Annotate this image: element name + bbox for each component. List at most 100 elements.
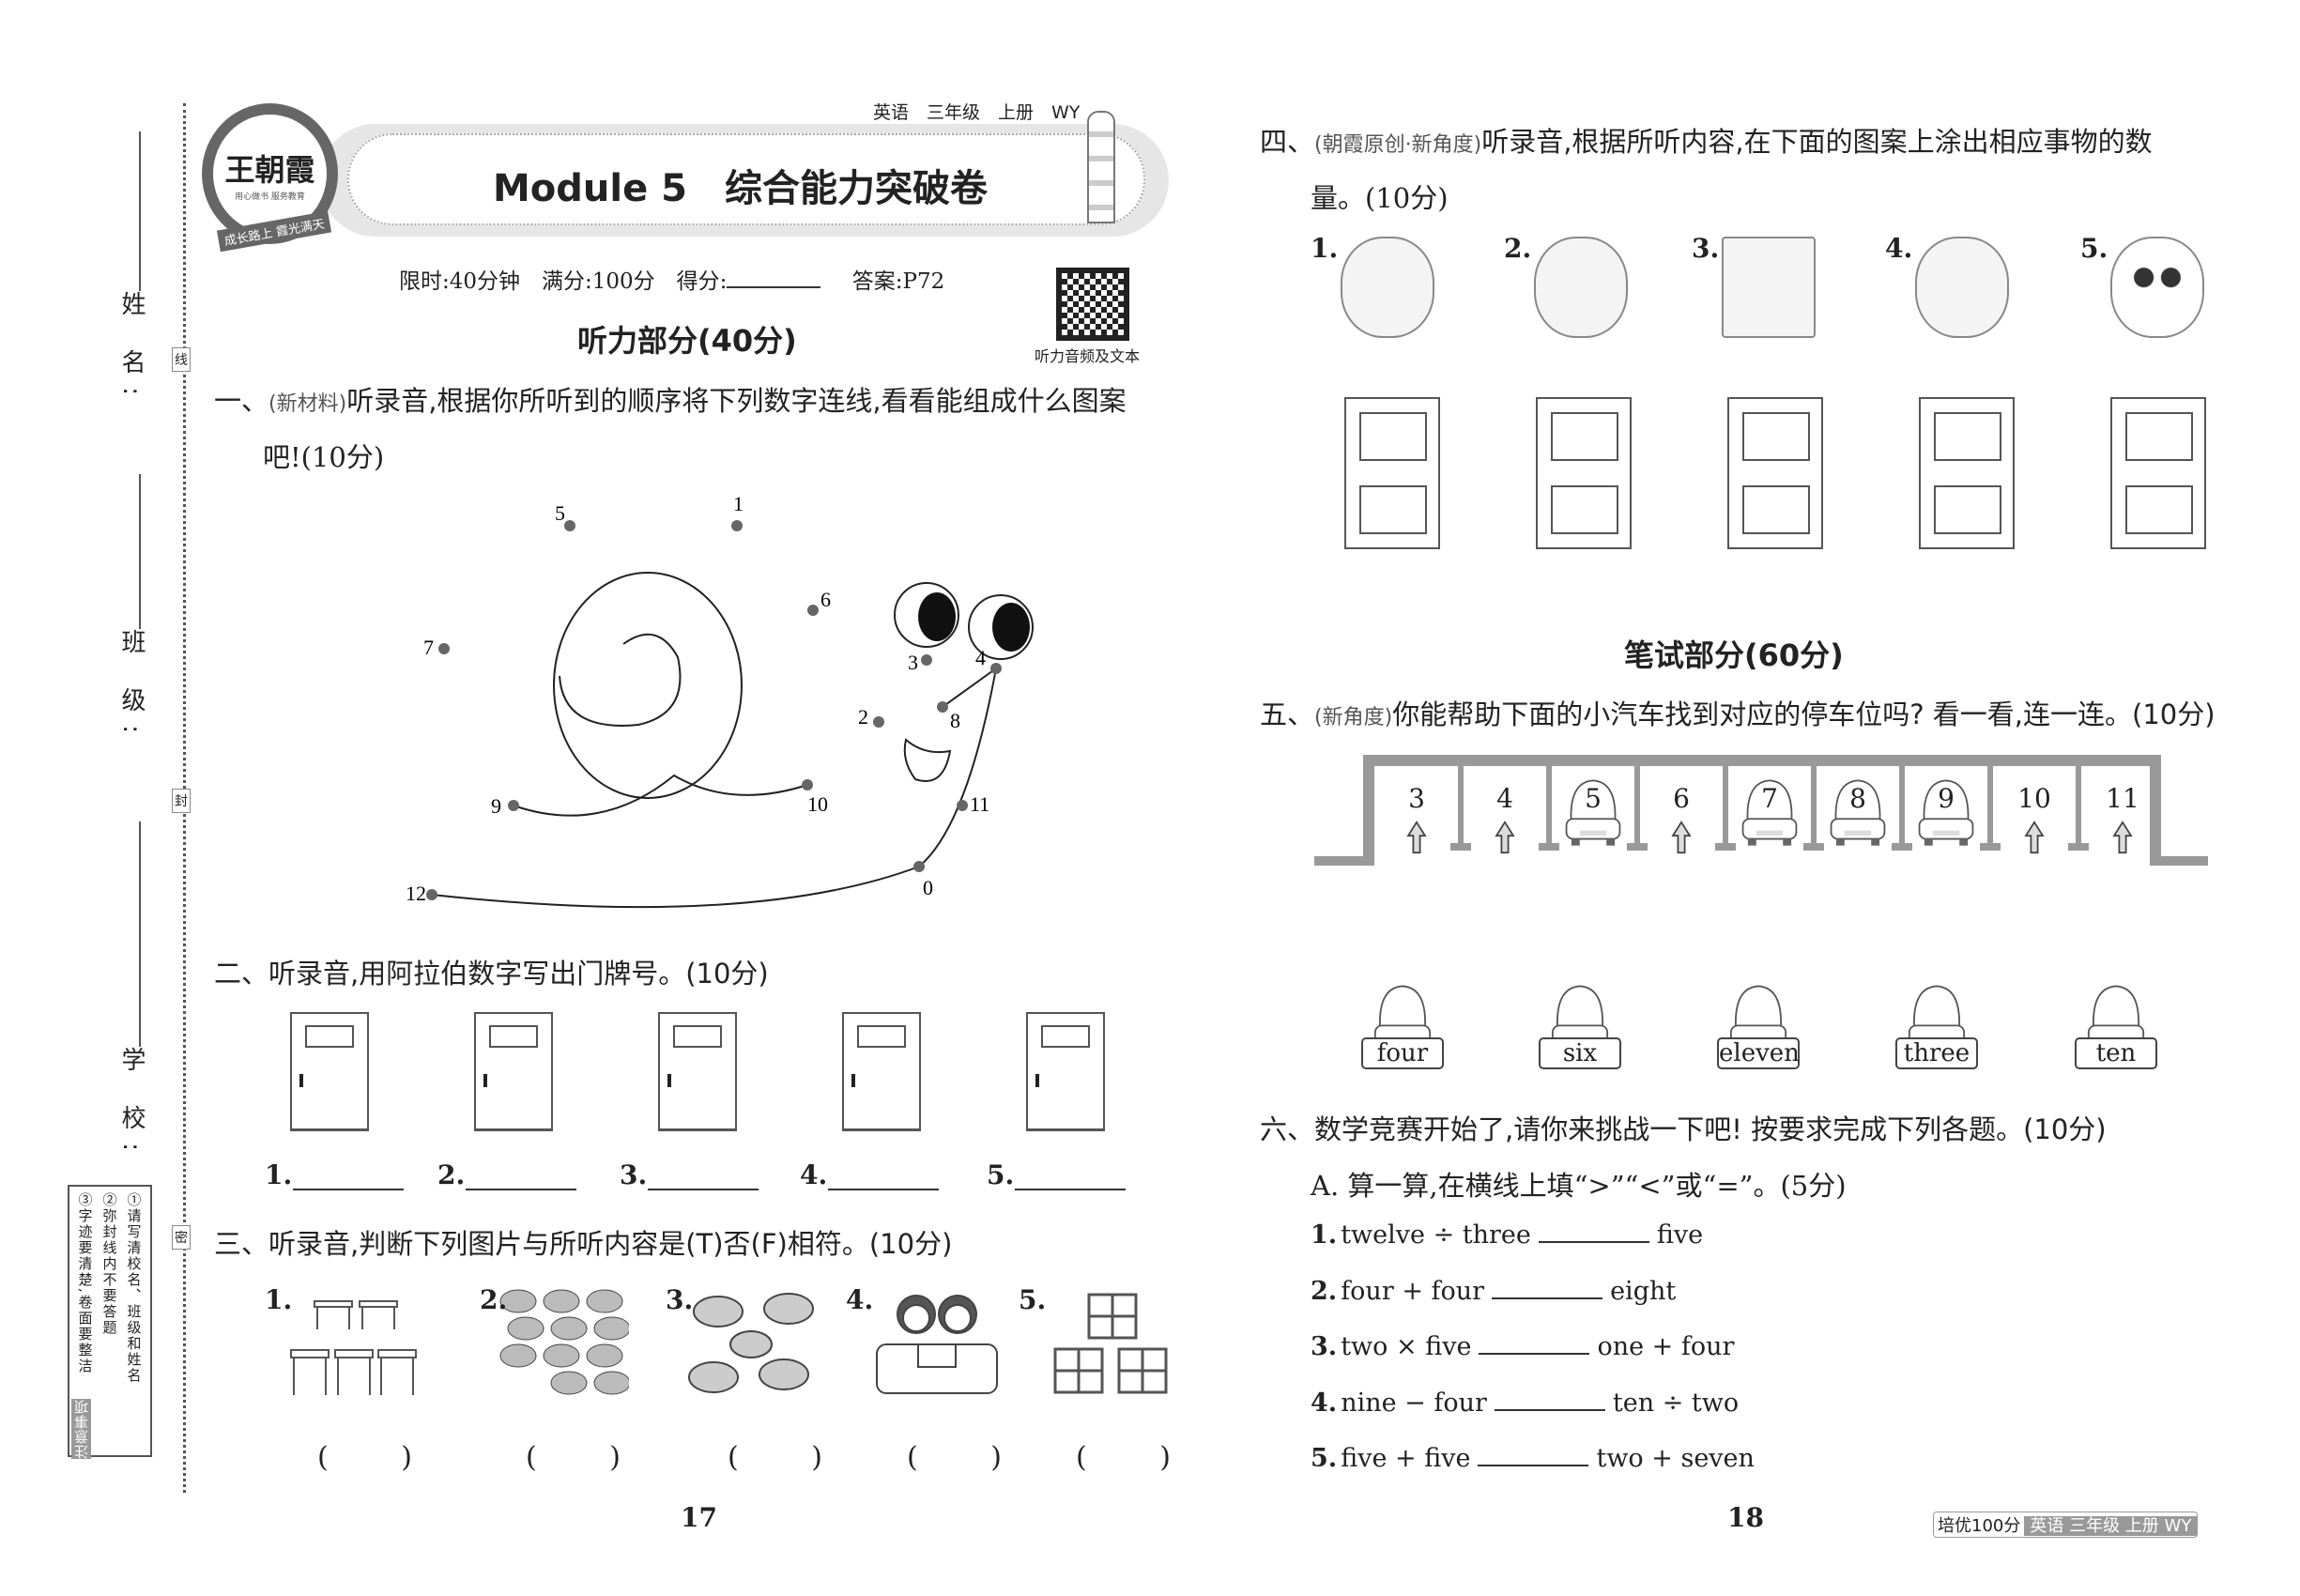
door	[842, 1012, 921, 1131]
q2-answer-field[interactable]	[293, 1189, 404, 1190]
puzzle-dot[interactable]	[873, 716, 884, 728]
stall-number: 8	[1849, 783, 1866, 814]
section-heading-writing: 笔试部分(60分)	[1624, 637, 1844, 673]
stall-number: 6	[1673, 783, 1690, 814]
parking-stall[interactable]: 7	[1727, 766, 1812, 856]
coloring-box[interactable]	[2110, 397, 2206, 549]
math-item-number: 4.	[1311, 1388, 1338, 1418]
math-right: eight	[1610, 1276, 1677, 1306]
puzzle-dot[interactable]	[957, 800, 968, 811]
q4-item-number: 2.	[1504, 233, 1532, 264]
car-label: four	[1361, 1037, 1444, 1069]
coloring-cell[interactable]	[1551, 485, 1618, 534]
school-label: 学 校:	[117, 1047, 146, 1165]
puzzle-dot[interactable]	[426, 889, 437, 900]
q4-item-number: 4.	[1885, 233, 1913, 264]
parking-stall[interactable]: 9	[1904, 766, 1988, 856]
arrow-up-icon	[2112, 821, 2133, 854]
shell-icon	[550, 1316, 588, 1341]
q3-answer-parens[interactable]: ( )	[1076, 1441, 1203, 1474]
puzzle-dot[interactable]	[990, 663, 1002, 674]
coloring-box[interactable]	[1727, 397, 1823, 549]
coloring-cell[interactable]	[2125, 412, 2193, 461]
class-field[interactable]	[139, 474, 141, 629]
q2-answer-field[interactable]	[466, 1189, 576, 1190]
name-field[interactable]	[139, 131, 141, 291]
puzzle-dot[interactable]	[508, 800, 519, 811]
q3-answer-parens[interactable]: ( )	[317, 1441, 444, 1474]
q3-item-number: 4.	[846, 1284, 874, 1315]
logo-sub: 用心做书 服务教育	[235, 192, 305, 202]
q2-item-number: 1.	[265, 1159, 293, 1190]
parking-stall[interactable]: 3	[1374, 766, 1459, 856]
parking-roof	[1363, 755, 2161, 766]
coloring-cell[interactable]	[2125, 485, 2193, 534]
q4-prompt: 四、(朝霞原创·新角度)听录音,根据所听内容,在下面的图案上涂出相应事物的数	[1260, 120, 2153, 160]
car-label: six	[1539, 1037, 1621, 1069]
school-field[interactable]	[139, 821, 141, 1047]
parking-stall[interactable]: 6	[1639, 766, 1724, 856]
puzzle-dot[interactable]	[937, 701, 948, 713]
parking-stall[interactable]: 4	[1463, 766, 1547, 856]
q2-answer-field[interactable]	[1015, 1189, 1126, 1190]
puzzle-dot[interactable]	[802, 779, 813, 790]
math-right: one + four	[1597, 1332, 1735, 1361]
stall-divider-foot	[1450, 843, 1471, 851]
q3-answer-parens[interactable]: ( )	[728, 1441, 854, 1474]
q4-item-number: 3.	[1692, 233, 1720, 264]
door-number-plate	[857, 1025, 906, 1048]
shell-icon	[593, 1371, 629, 1395]
coloring-cell[interactable]	[1742, 412, 1810, 461]
puzzle-dot[interactable]	[807, 605, 819, 616]
coloring-box[interactable]	[1919, 397, 2015, 549]
math-left: five + five	[1341, 1444, 1471, 1473]
coloring-box[interactable]	[1536, 397, 1632, 549]
math-answer-field[interactable]	[1478, 1446, 1589, 1466]
coloring-cell[interactable]	[1742, 485, 1810, 534]
notice-title: 注意事项	[71, 1399, 91, 1459]
stall-divider	[1458, 766, 1464, 849]
parking-stall[interactable]: 10	[1992, 766, 2077, 856]
score-field[interactable]	[727, 286, 821, 288]
q2-answer-field[interactable]	[828, 1189, 939, 1190]
q4-prompt-cont: 量。(10分)	[1311, 182, 1449, 214]
footer-series: 英语 三年级 上册 WY	[2024, 1516, 2198, 1536]
door-number-plate	[1041, 1025, 1090, 1048]
q2-item-number: 4.	[800, 1159, 828, 1190]
qr-caption: 听力音频及文本	[1035, 347, 1141, 365]
dot-label: 9	[491, 794, 501, 818]
math-answer-field[interactable]	[1494, 1390, 1605, 1411]
puzzle-dot[interactable]	[921, 654, 932, 666]
math-answer-field[interactable]	[1538, 1222, 1649, 1243]
q3-item-number: 1.	[265, 1284, 293, 1315]
parking-stall[interactable]: 11	[2080, 766, 2165, 856]
shell-icon	[543, 1343, 580, 1368]
coloring-box[interactable]	[1344, 397, 1440, 549]
puzzle-dot[interactable]	[438, 643, 450, 654]
math-right: two + seven	[1596, 1444, 1755, 1473]
parking-stall[interactable]: 5	[1551, 766, 1635, 856]
puzzle-dot[interactable]	[913, 861, 925, 872]
q3-answer-parens[interactable]: ( )	[526, 1441, 652, 1474]
coloring-cell[interactable]	[1934, 412, 2001, 461]
math-answer-field[interactable]	[1492, 1279, 1603, 1299]
coloring-cell[interactable]	[1934, 485, 2001, 534]
math-right: five	[1656, 1220, 1704, 1250]
coloring-cell[interactable]	[1359, 485, 1427, 534]
puzzle-dot[interactable]	[564, 520, 575, 531]
math-answer-field[interactable]	[1479, 1334, 1590, 1355]
qr-code[interactable]	[1056, 268, 1129, 341]
puzzle-dot[interactable]	[731, 520, 743, 531]
q3-answer-parens[interactable]: ( )	[907, 1441, 1034, 1474]
coloring-cell[interactable]	[1359, 412, 1427, 461]
q3-item-number: 2.	[480, 1284, 508, 1315]
q2-answer-field[interactable]	[648, 1189, 759, 1190]
mouth	[903, 738, 952, 782]
parking-stall[interactable]: 8	[1816, 766, 1900, 856]
bird-icon	[1534, 237, 1628, 338]
coloring-cell[interactable]	[1551, 412, 1618, 461]
q2-item-number: 2.	[437, 1159, 466, 1190]
